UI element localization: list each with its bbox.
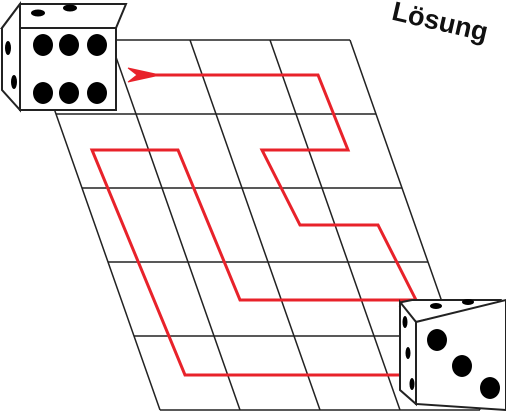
pip [462, 299, 474, 305]
pip [403, 316, 408, 328]
pip [452, 355, 472, 377]
pip [410, 378, 415, 390]
pip [427, 329, 447, 351]
arrowhead-icon [128, 68, 160, 82]
pip [480, 377, 500, 399]
start-die [2, 4, 126, 110]
pip [59, 82, 79, 104]
die-side-face [2, 4, 20, 110]
pip [31, 10, 45, 17]
pip [33, 34, 53, 56]
pip [5, 41, 11, 55]
pip [87, 82, 107, 104]
pip [406, 347, 411, 359]
pip [430, 303, 442, 309]
pip [11, 75, 17, 89]
pip [63, 5, 77, 12]
path-line [92, 75, 416, 375]
pip [59, 34, 79, 56]
pip [87, 34, 107, 56]
end-die [400, 299, 506, 410]
pip [33, 82, 53, 104]
